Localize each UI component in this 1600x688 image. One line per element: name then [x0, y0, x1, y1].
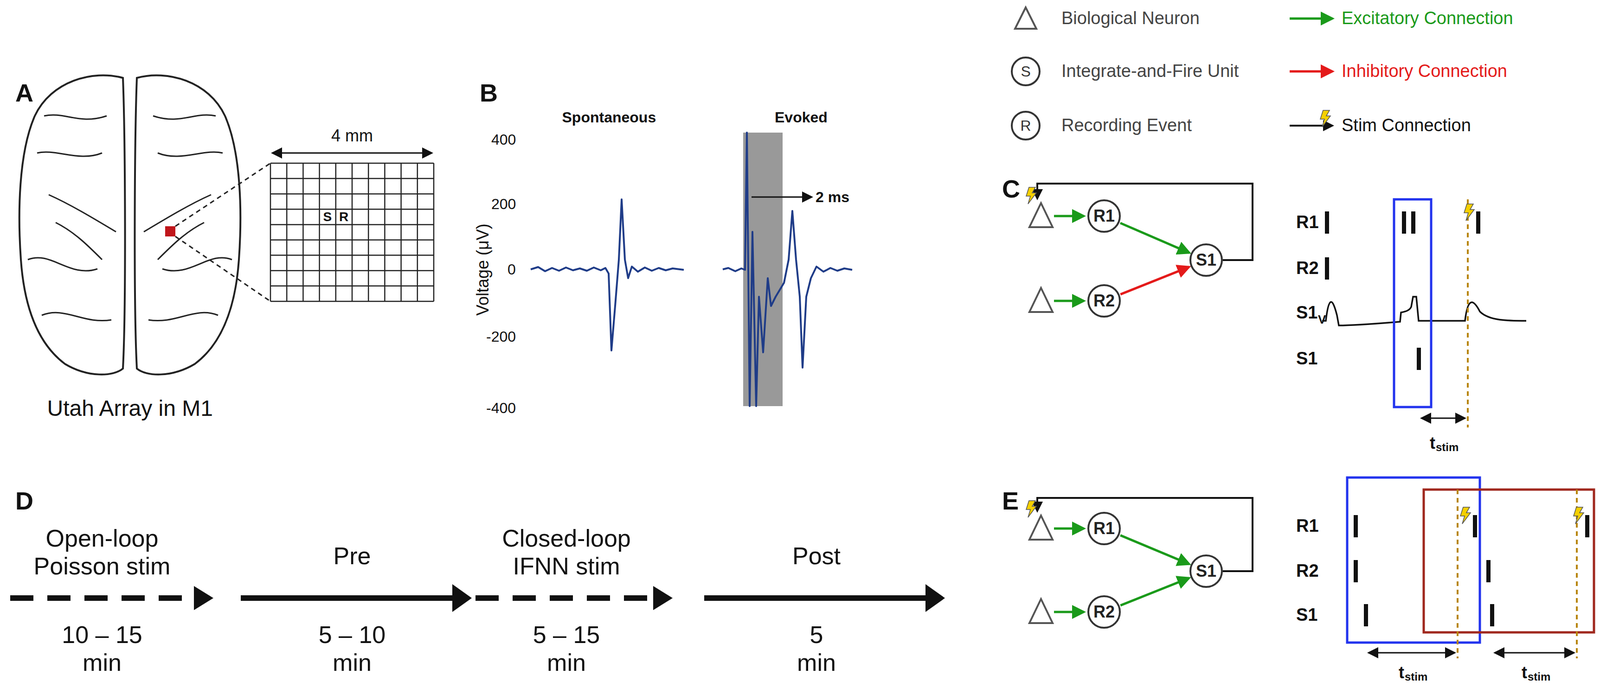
phase-duration: 10 – 15 min: [48, 621, 156, 678]
symbol-letter: S: [1021, 63, 1031, 81]
row-label: S1: [1296, 348, 1318, 370]
unit-label: R1: [1093, 206, 1115, 226]
phase-duration: 5 – 10 min: [298, 621, 406, 678]
legend-text: Integrate-and-Fire Unit: [1061, 61, 1239, 82]
unit-circle: R2: [1087, 595, 1121, 630]
stim-loop: [1037, 183, 1253, 572]
panel-letter: D: [15, 486, 34, 516]
unit-circle: R2: [1087, 284, 1121, 318]
duration-label: 2 ms: [815, 188, 850, 206]
symbol-letter: R: [1020, 117, 1032, 135]
spike-trace: [530, 199, 684, 351]
spike-ticks: [1324, 211, 1590, 627]
panel-letter: E: [1002, 486, 1019, 516]
legend-text: Inhibitory Connection: [1341, 61, 1508, 82]
panel-letter: B: [479, 78, 498, 108]
timeline: [10, 584, 945, 613]
subscript: V: [1317, 313, 1326, 328]
axis-tick: 0: [507, 261, 516, 279]
row-label: R2: [1296, 561, 1319, 582]
time-label: t: [1429, 433, 1436, 453]
trace-title: Spontaneous: [562, 109, 657, 127]
row-label: S1: [1296, 302, 1318, 324]
phase-duration: 5 min: [790, 621, 842, 678]
legend-text: Stim Connection: [1341, 115, 1472, 136]
neuron-symbol: [1015, 7, 1037, 29]
unit-circle: R1: [1087, 512, 1121, 546]
subscript: stim: [1404, 670, 1428, 684]
unit-label: R2: [1093, 602, 1115, 623]
axis-tick: 200: [491, 195, 516, 213]
row-label: R1: [1296, 516, 1319, 537]
unit-label: R2: [1093, 291, 1115, 311]
unit-circle: R1: [1087, 199, 1121, 233]
unit-circle: S1: [1189, 554, 1223, 589]
membrane-trace: [1322, 296, 1527, 326]
axis-tick: -200: [486, 328, 516, 346]
unit-label: S1: [1195, 250, 1217, 270]
spike-trace: [722, 132, 853, 407]
row-label: R1: [1296, 212, 1319, 233]
neuron-symbol: [1029, 203, 1053, 624]
subscript: stim: [1527, 670, 1551, 684]
phase-label: Post: [792, 542, 841, 571]
electrode-label: S: [323, 209, 333, 225]
panel-letter: C: [1002, 174, 1021, 204]
phase-duration: 5 – 15 min: [513, 621, 620, 678]
caption-label: Utah Array in M1: [47, 395, 213, 422]
inhibitory-connection: [1120, 267, 1189, 295]
brain-outline: [19, 75, 241, 375]
axis-tick: 400: [491, 131, 516, 149]
legend-text: Excitatory Connection: [1341, 8, 1514, 29]
axis-title: Voltage (μV): [472, 223, 492, 316]
time-label: t: [1398, 663, 1405, 683]
dimension: 4 mm: [331, 126, 373, 146]
axis-tick: -400: [486, 399, 516, 418]
electrode-label: R: [339, 209, 349, 225]
legend-text: Recording Event: [1061, 115, 1192, 136]
excitatory-connection: [1120, 223, 1189, 253]
unit-label: S1: [1195, 561, 1217, 582]
row-label: S1: [1296, 605, 1318, 626]
excitatory-arrow: [1053, 216, 1084, 613]
unit-circle: S1: [1189, 243, 1223, 277]
time-label: t: [1521, 663, 1528, 683]
excitatory-connection: [1120, 578, 1189, 606]
panel-letter: A: [15, 78, 34, 108]
excitatory-connection: [1120, 535, 1189, 565]
array-site: [165, 226, 176, 237]
phase-label: Open-loop Poisson stim: [23, 525, 181, 581]
phase-label: Pre: [333, 542, 372, 571]
utah-array-grid: [270, 163, 434, 302]
phase-label: Closed-loop IFNN stim: [482, 525, 650, 581]
subscript: stim: [1435, 441, 1459, 455]
legend-text: Biological Neuron: [1061, 8, 1200, 29]
unit-label: R1: [1093, 519, 1115, 539]
trace-title: Evoked: [774, 109, 828, 127]
row-label: R2: [1296, 258, 1319, 279]
